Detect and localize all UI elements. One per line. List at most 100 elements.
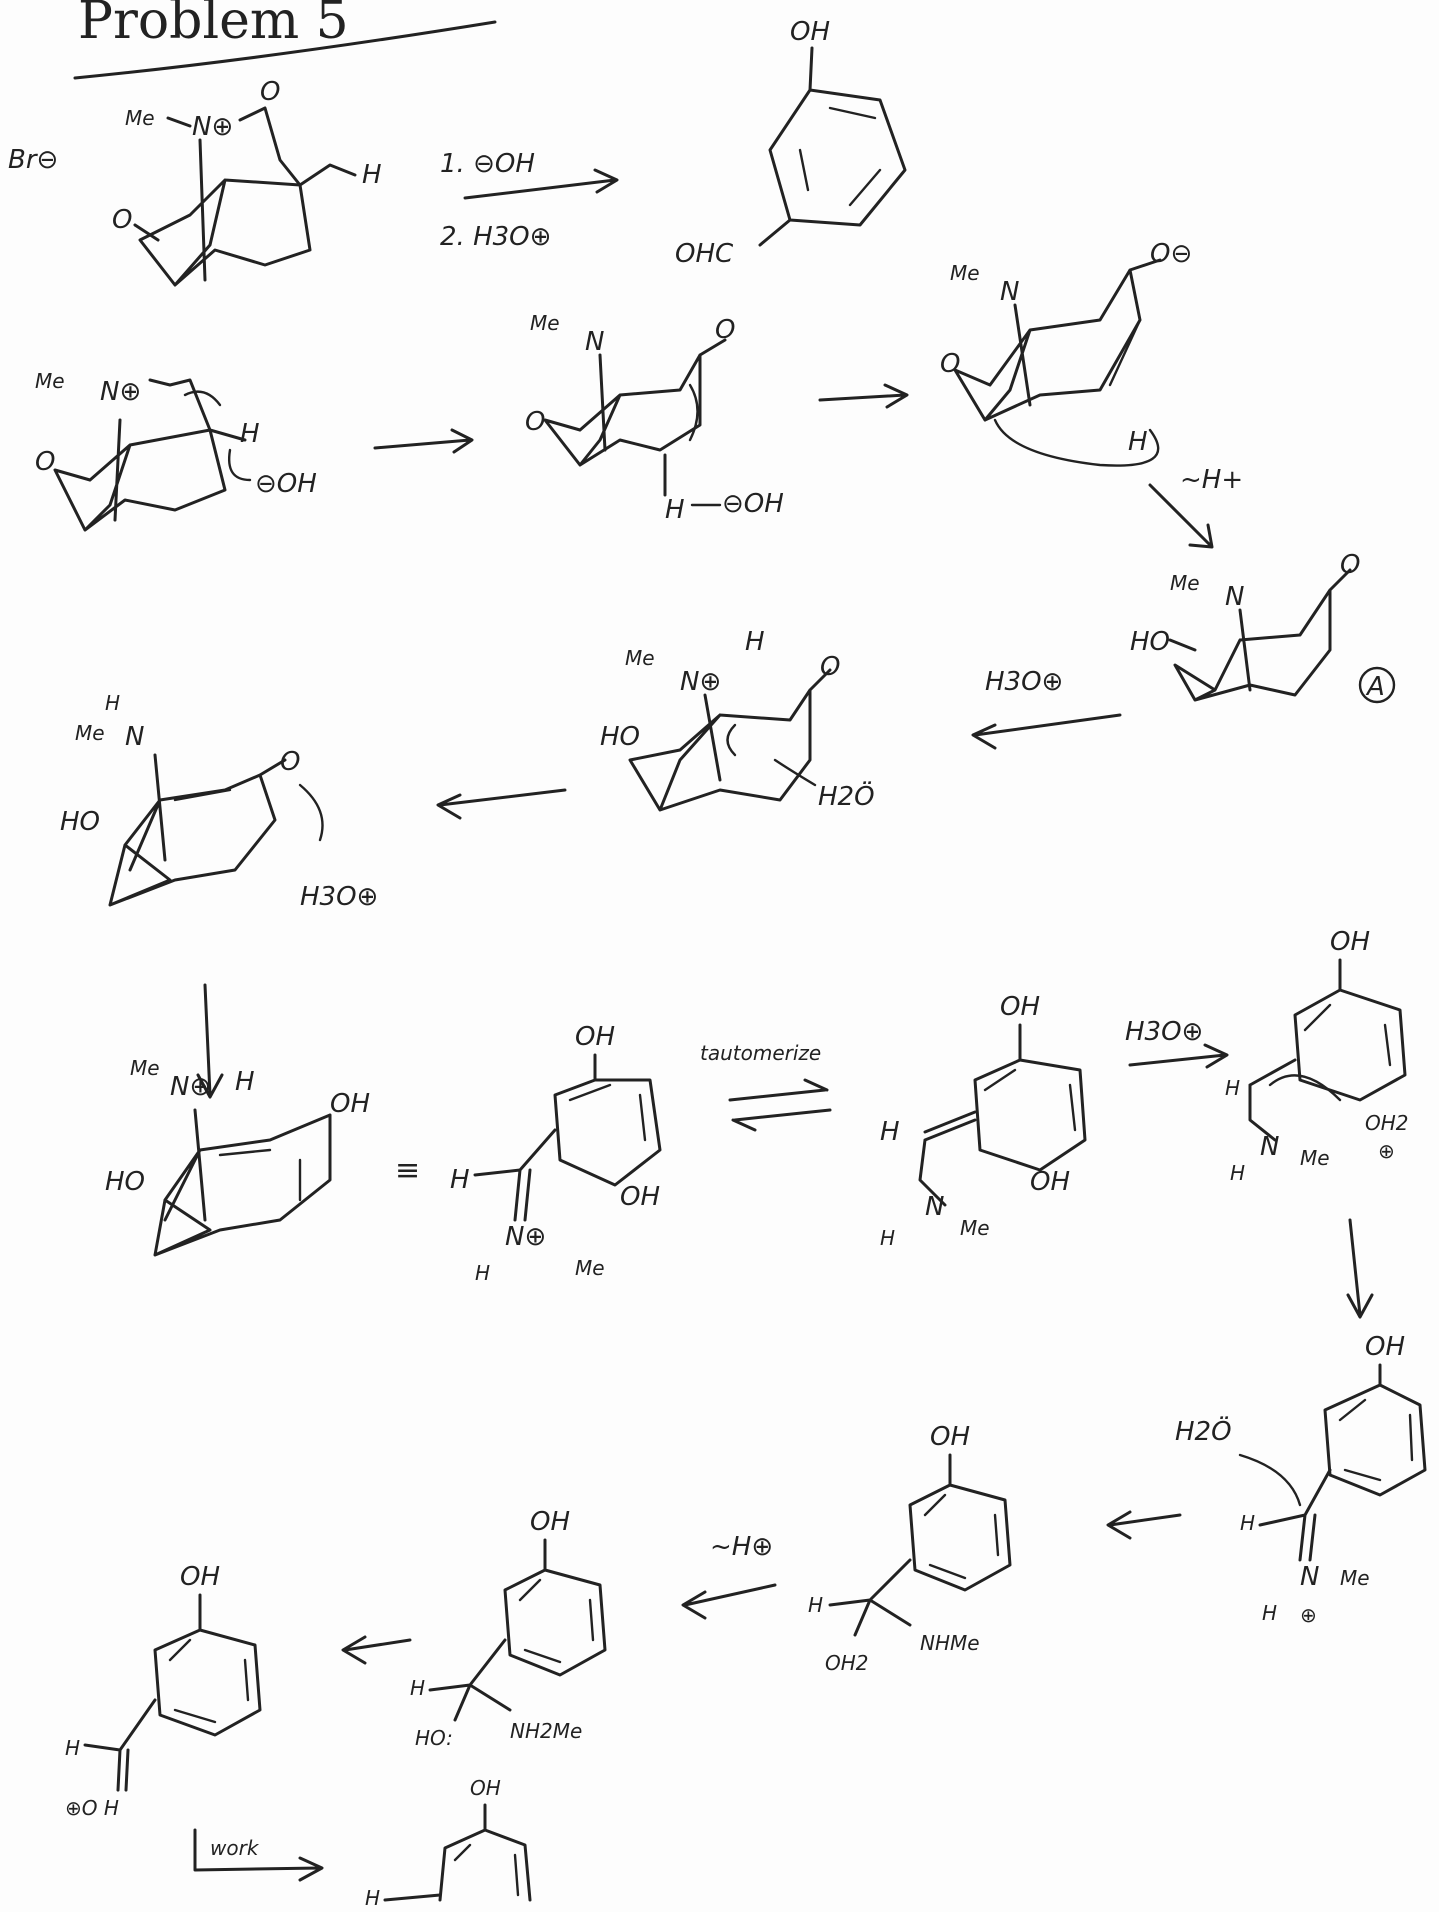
hydrogen-label: H <box>880 1117 900 1147</box>
methyl-label: Me <box>960 1216 990 1240</box>
ring-bonds <box>628 668 832 812</box>
intermediate-5-enone: H Me N O HO H3O⊕ <box>60 691 378 912</box>
arrow <box>196 983 224 1099</box>
ring-bonds <box>953 258 1162 422</box>
ammonium-label: NH2Me <box>510 1719 582 1743</box>
water-label: H2Ö <box>1175 1415 1232 1447</box>
protonated-carbonyl-label: ⊕O H <box>65 1796 119 1820</box>
hydroxyl-label: OH <box>530 1507 570 1537</box>
amine-n-label: N <box>1300 1562 1319 1592</box>
hydroxide-label: ⊖OH <box>255 469 317 499</box>
title-underline <box>73 20 497 80</box>
equivalence-symbol: ≡ <box>395 1153 420 1188</box>
hydrogen-label: H <box>745 627 765 657</box>
intermediate-10-iminium-aromatic: OH H2Ö H N Me H ⊕ <box>1175 1332 1427 1627</box>
enamine-bonds <box>918 1110 977 1207</box>
intermediate-6-dienol: Me N⊕ H OH HO <box>105 1056 370 1257</box>
hydroxyl-label: HO: <box>415 1726 453 1750</box>
sp3-bonds <box>428 1638 512 1722</box>
intermediate-12-ammonium: OH H HO: NH2Me <box>410 1507 607 1750</box>
amine-n-label: N <box>1000 277 1019 307</box>
curly-arrow <box>298 783 324 842</box>
ammonium-n-label: N⊕ <box>680 667 721 697</box>
methyl-label: Me <box>1300 1146 1330 1170</box>
plus-charge: ⊕ <box>1300 1603 1317 1627</box>
ring-bonds <box>153 1593 262 1737</box>
arrow <box>1106 1510 1182 1540</box>
hydrogen-label: H <box>65 1736 80 1760</box>
ring-bonds <box>53 378 247 532</box>
ring-double-bonds <box>168 1638 250 1724</box>
methyl-label: Me <box>575 1256 605 1280</box>
hydrogen-label: H <box>362 160 382 190</box>
amine-n-label: N <box>585 327 604 357</box>
hydroxyl-label: OH <box>1365 1332 1405 1362</box>
tautomerize-label: tautomerize <box>700 1041 821 1065</box>
ring-double-bonds <box>923 1493 1000 1580</box>
hydrogen-label: H <box>1262 1601 1277 1625</box>
ring-double-bonds <box>1338 1398 1414 1482</box>
ring-double-bonds <box>798 106 882 207</box>
ring-bonds <box>908 1453 1012 1592</box>
ketone-o-label: O <box>715 315 735 345</box>
h3o-reagent-3: H3O⊕ <box>1125 1017 1203 1047</box>
curly-arrow <box>688 383 699 442</box>
compound-a: Me N O HO A <box>1130 550 1396 704</box>
reagent-step2: 2. H3O⊕ <box>440 222 551 252</box>
equilibrium-arrows <box>728 1078 832 1132</box>
intermediate-11-hemiaminal: OH H OH2 NHMe <box>808 1422 1012 1675</box>
hydroxyl-label: HO <box>60 807 100 837</box>
ring-bonds <box>138 138 312 287</box>
ammonium-n-label: N⊕ <box>192 112 233 142</box>
ammonium-n-label: N⊕ <box>505 1222 546 1252</box>
benzene-ring <box>768 46 907 227</box>
arrow <box>1346 1218 1374 1319</box>
product-oh-label: OH <box>790 17 830 47</box>
hydroxyl-label: HO <box>105 1167 145 1197</box>
intermediate-7-iminium: OH OH H N⊕ H Me <box>450 1022 662 1285</box>
curly-arrow <box>228 448 252 482</box>
methyl-label: Me <box>35 369 65 393</box>
dienol-double-bonds <box>218 1148 302 1202</box>
enone-double-bond <box>173 788 232 802</box>
hydroxyl-label: OH <box>1330 927 1370 957</box>
ring-double-bonds <box>518 1578 595 1664</box>
ring-bonds <box>503 1538 607 1677</box>
methyl-label: Me <box>130 1056 160 1080</box>
hydrogen-label: H <box>450 1165 470 1195</box>
hydrogen-label: H <box>880 1226 895 1250</box>
hydrogen-label: H <box>475 1261 490 1285</box>
methyl-label: Me <box>125 106 155 130</box>
arrow <box>1128 1043 1229 1069</box>
hydroxyl-label: OH <box>620 1182 660 1212</box>
amine-label: NHMe <box>920 1631 980 1655</box>
intermediate-9-protonated-oh: OH OH2 ⊕ H N H Me <box>1225 927 1409 1185</box>
curly-arrow <box>773 758 817 787</box>
bridge-bonds <box>238 106 357 187</box>
sp3-bonds <box>828 1558 912 1637</box>
hydrogen-label: H <box>808 1593 823 1617</box>
ring-bonds <box>553 1053 662 1187</box>
intermediate-1: Me N⊕ H ⊖OH O <box>35 369 317 532</box>
hydrogen-label: H <box>240 419 260 449</box>
carbonyl-bonds <box>83 1698 157 1792</box>
ring-bonds <box>1168 568 1352 702</box>
hydronium-label: H3O⊕ <box>300 882 378 912</box>
ring-bonds <box>153 1108 332 1257</box>
ketone-o-label: O <box>280 747 300 777</box>
epoxide-o-label: O <box>112 205 132 235</box>
hydrogen-label: H <box>1240 1511 1255 1535</box>
ring-bonds <box>543 338 727 467</box>
ring-double-bonds <box>453 1843 520 1897</box>
ring-double-bonds <box>983 1068 1077 1132</box>
epoxide-bond <box>133 223 160 242</box>
hydroxyl-label: OH <box>1030 1167 1070 1197</box>
proton-shift-label: ~H⊕ <box>710 1532 773 1562</box>
arrow <box>373 428 474 454</box>
amine-n-label: N <box>925 1192 944 1222</box>
page-title: Problem 5 <box>78 0 349 51</box>
final-product: OH H <box>365 1776 532 1910</box>
bond <box>166 116 192 128</box>
arrow <box>818 383 909 409</box>
arrow <box>436 788 567 820</box>
